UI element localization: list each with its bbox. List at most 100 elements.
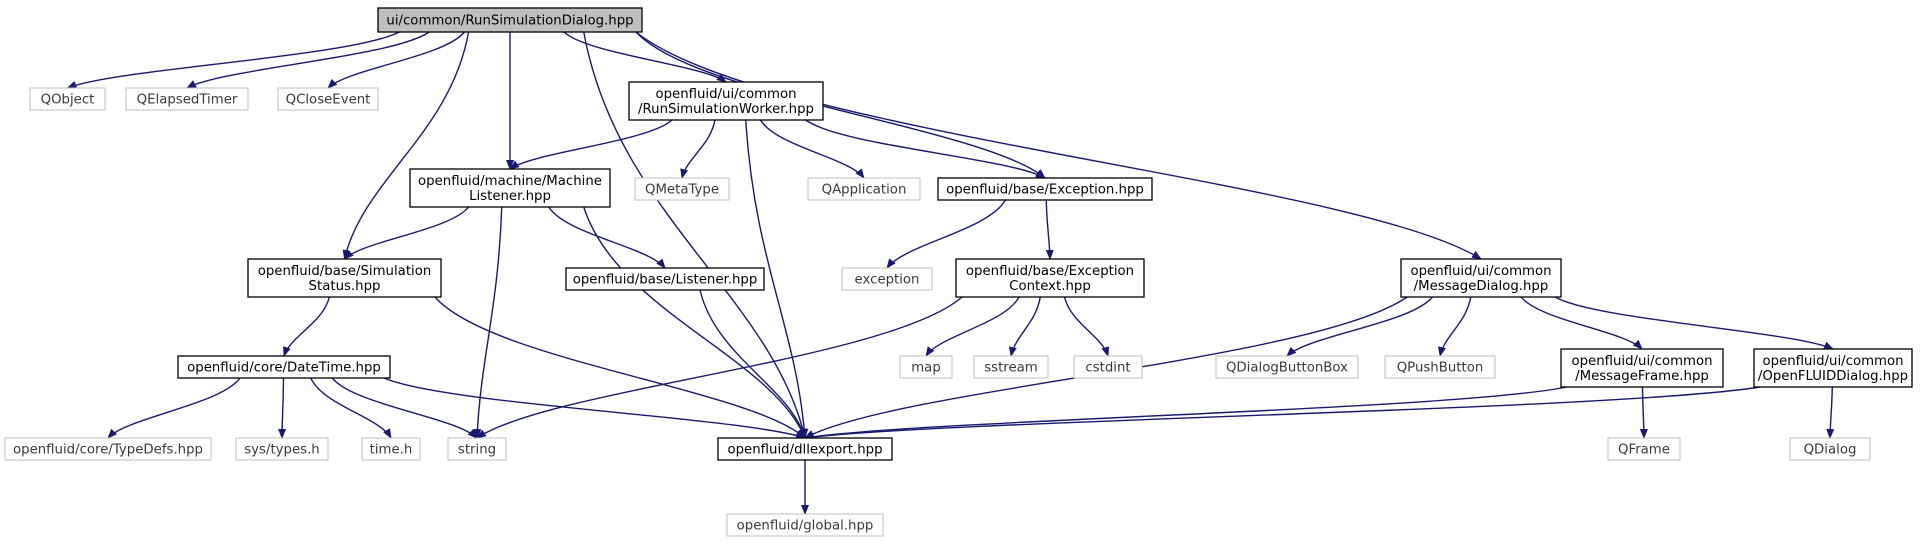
node-qdialogbuttonbox: QDialogButtonBox	[1215, 355, 1359, 379]
node-qdialog: QDialog	[1789, 437, 1871, 461]
node-qelapsed-box	[125, 87, 249, 111]
node-msgframe-label-1: /MessageFrame.hpp	[1575, 369, 1709, 384]
edge-datetime-to-string	[331, 377, 478, 439]
node-cstdint: cstdint	[1073, 355, 1143, 379]
edge-root-to-simstatus	[342, 31, 470, 260]
edge-datetime-to-systypes	[278, 377, 287, 439]
edges-layer	[66, 31, 1835, 515]
node-root[interactable]: ui/common/RunSimulationDialog.hpp	[377, 7, 643, 33]
node-qmetatype-box	[634, 177, 730, 201]
node-systypes-label-0: sys/types.h	[244, 443, 320, 458]
node-ofdialog-label-1: /OpenFLUIDDialog.hpp	[1758, 369, 1908, 384]
node-listener-box	[565, 267, 765, 291]
node-qframe-label-0: QFrame	[1618, 443, 1670, 458]
edge-excontext-to-sstream	[1008, 296, 1041, 357]
node-qelapsed-label-0: QElapsedTimer	[137, 93, 238, 108]
nodes-layer: ui/common/RunSimulationDialog.hppQObject…	[4, 7, 1913, 537]
node-qapplication-box	[807, 177, 921, 201]
node-exception[interactable]: openfluid/base/Exception.hpp	[937, 177, 1153, 201]
node-qclose-box	[277, 87, 379, 111]
node-dllexport[interactable]: openfluid/dllexport.hpp	[717, 437, 893, 461]
node-ofdialog[interactable]: openfluid/ui/common/OpenFLUIDDialog.hpp	[1753, 348, 1913, 388]
node-sstream-box	[973, 355, 1049, 379]
node-systypes-box	[235, 437, 329, 461]
node-qmetatype-label-0: QMetaType	[645, 183, 719, 198]
edge-worker-to-machine	[509, 119, 673, 170]
node-machine-label-1: Listener.hpp	[469, 189, 551, 204]
node-string-label-0: string	[458, 443, 496, 458]
edge-msgdialog-to-qdialogbuttonbox	[1286, 296, 1434, 357]
node-exception-label-0: openfluid/base/Exception.hpp	[946, 183, 1144, 198]
node-qdialog-label-0: QDialog	[1804, 443, 1857, 458]
edge-root-to-qelapsed	[186, 31, 430, 89]
node-ofdialog-box	[1753, 348, 1913, 388]
node-typedefs-box	[4, 437, 212, 461]
node-msgdialog[interactable]: openfluid/ui/common/MessageDialog.hpp	[1400, 258, 1562, 298]
edge-datetime-to-dllexport	[383, 377, 806, 439]
node-root-box	[377, 7, 643, 33]
edge-msgframe-to-dllexport	[804, 386, 1568, 441]
edge-excontext-to-string	[476, 296, 963, 439]
edge-root-to-worker	[563, 31, 727, 83]
edge-simstatus-to-datetime	[283, 296, 331, 357]
edge-msgdialog-to-ofdialog	[1554, 296, 1834, 350]
node-msgframe[interactable]: openfluid/ui/common/MessageFrame.hpp	[1560, 348, 1724, 388]
node-worker[interactable]: openfluid/ui/common/RunSimulationWorker.…	[628, 81, 824, 121]
node-qclose-label-0: QCloseEvent	[286, 93, 371, 108]
node-simstatus-label-0: openfluid/base/Simulation	[258, 264, 432, 279]
edge-root-to-dllexport	[583, 31, 807, 439]
node-excontext-box	[955, 258, 1145, 298]
node-global: openfluid/global.hpp	[726, 513, 884, 537]
edge-root-to-msgdialog	[635, 31, 1482, 260]
node-qdialogbuttonbox-box	[1215, 355, 1359, 379]
edge-machine-to-string	[473, 206, 503, 439]
node-map-label-0: map	[911, 361, 941, 376]
node-msgframe-box	[1560, 348, 1724, 388]
node-machine-box	[409, 168, 611, 208]
node-sstream-label-0: sstream	[984, 361, 1038, 376]
node-dllexport-box	[717, 437, 893, 461]
node-std_exception-label-0: exception	[855, 273, 920, 288]
node-global-box	[726, 513, 884, 537]
node-qapplication-label-0: QApplication	[822, 183, 907, 198]
node-machine-label-0: openfluid/machine/Machine	[418, 174, 602, 189]
node-datetime[interactable]: openfluid/core/DateTime.hpp	[177, 355, 391, 379]
node-std_exception-box	[841, 267, 933, 291]
node-msgframe-label-0: openfluid/ui/common	[1571, 354, 1712, 369]
node-excontext-label-0: openfluid/base/Exception	[966, 264, 1134, 279]
node-string-box	[447, 437, 507, 461]
edge-worker-to-dllexport	[745, 119, 809, 439]
node-exception-box	[937, 177, 1153, 201]
edge-worker-to-qmetatype	[680, 119, 716, 179]
node-string: string	[447, 437, 507, 461]
node-systypes: sys/types.h	[235, 437, 329, 461]
node-worker-label-0: openfluid/ui/common	[655, 87, 796, 102]
node-qpushbutton-box	[1384, 355, 1496, 379]
node-listener[interactable]: openfluid/base/Listener.hpp	[565, 267, 765, 291]
edge-machine-to-listener	[548, 206, 666, 269]
node-datetime-label-0: openfluid/core/DateTime.hpp	[187, 361, 381, 376]
edge-machine-to-simstatus	[343, 206, 470, 260]
node-qobject-label-0: QObject	[41, 93, 95, 108]
node-excontext-label-1: Context.hpp	[1009, 279, 1091, 294]
node-root-label-0: ui/common/RunSimulationDialog.hpp	[386, 14, 633, 29]
edge-msgdialog-to-qpushbutton	[1438, 296, 1472, 357]
node-map: map	[899, 355, 953, 379]
edge-excontext-to-cstdint	[1063, 296, 1110, 357]
node-std_exception: exception	[841, 267, 933, 291]
edge-exception-to-excontext	[1045, 199, 1054, 260]
edge-worker-to-qapplication	[759, 119, 865, 179]
node-datetime-box	[177, 355, 391, 379]
edge-ofdialog-to-dllexport	[804, 386, 1761, 441]
edge-listener-to-dllexport	[699, 289, 807, 439]
edge-msgframe-to-qframe	[1639, 386, 1648, 439]
node-ofdialog-label-0: openfluid/ui/common	[1762, 354, 1903, 369]
node-qframe-box	[1607, 437, 1681, 461]
node-listener-label-0: openfluid/base/Listener.hpp	[573, 273, 758, 288]
edge-root-to-qclose	[327, 31, 466, 89]
edge-simstatus-to-dllexport	[434, 296, 806, 439]
